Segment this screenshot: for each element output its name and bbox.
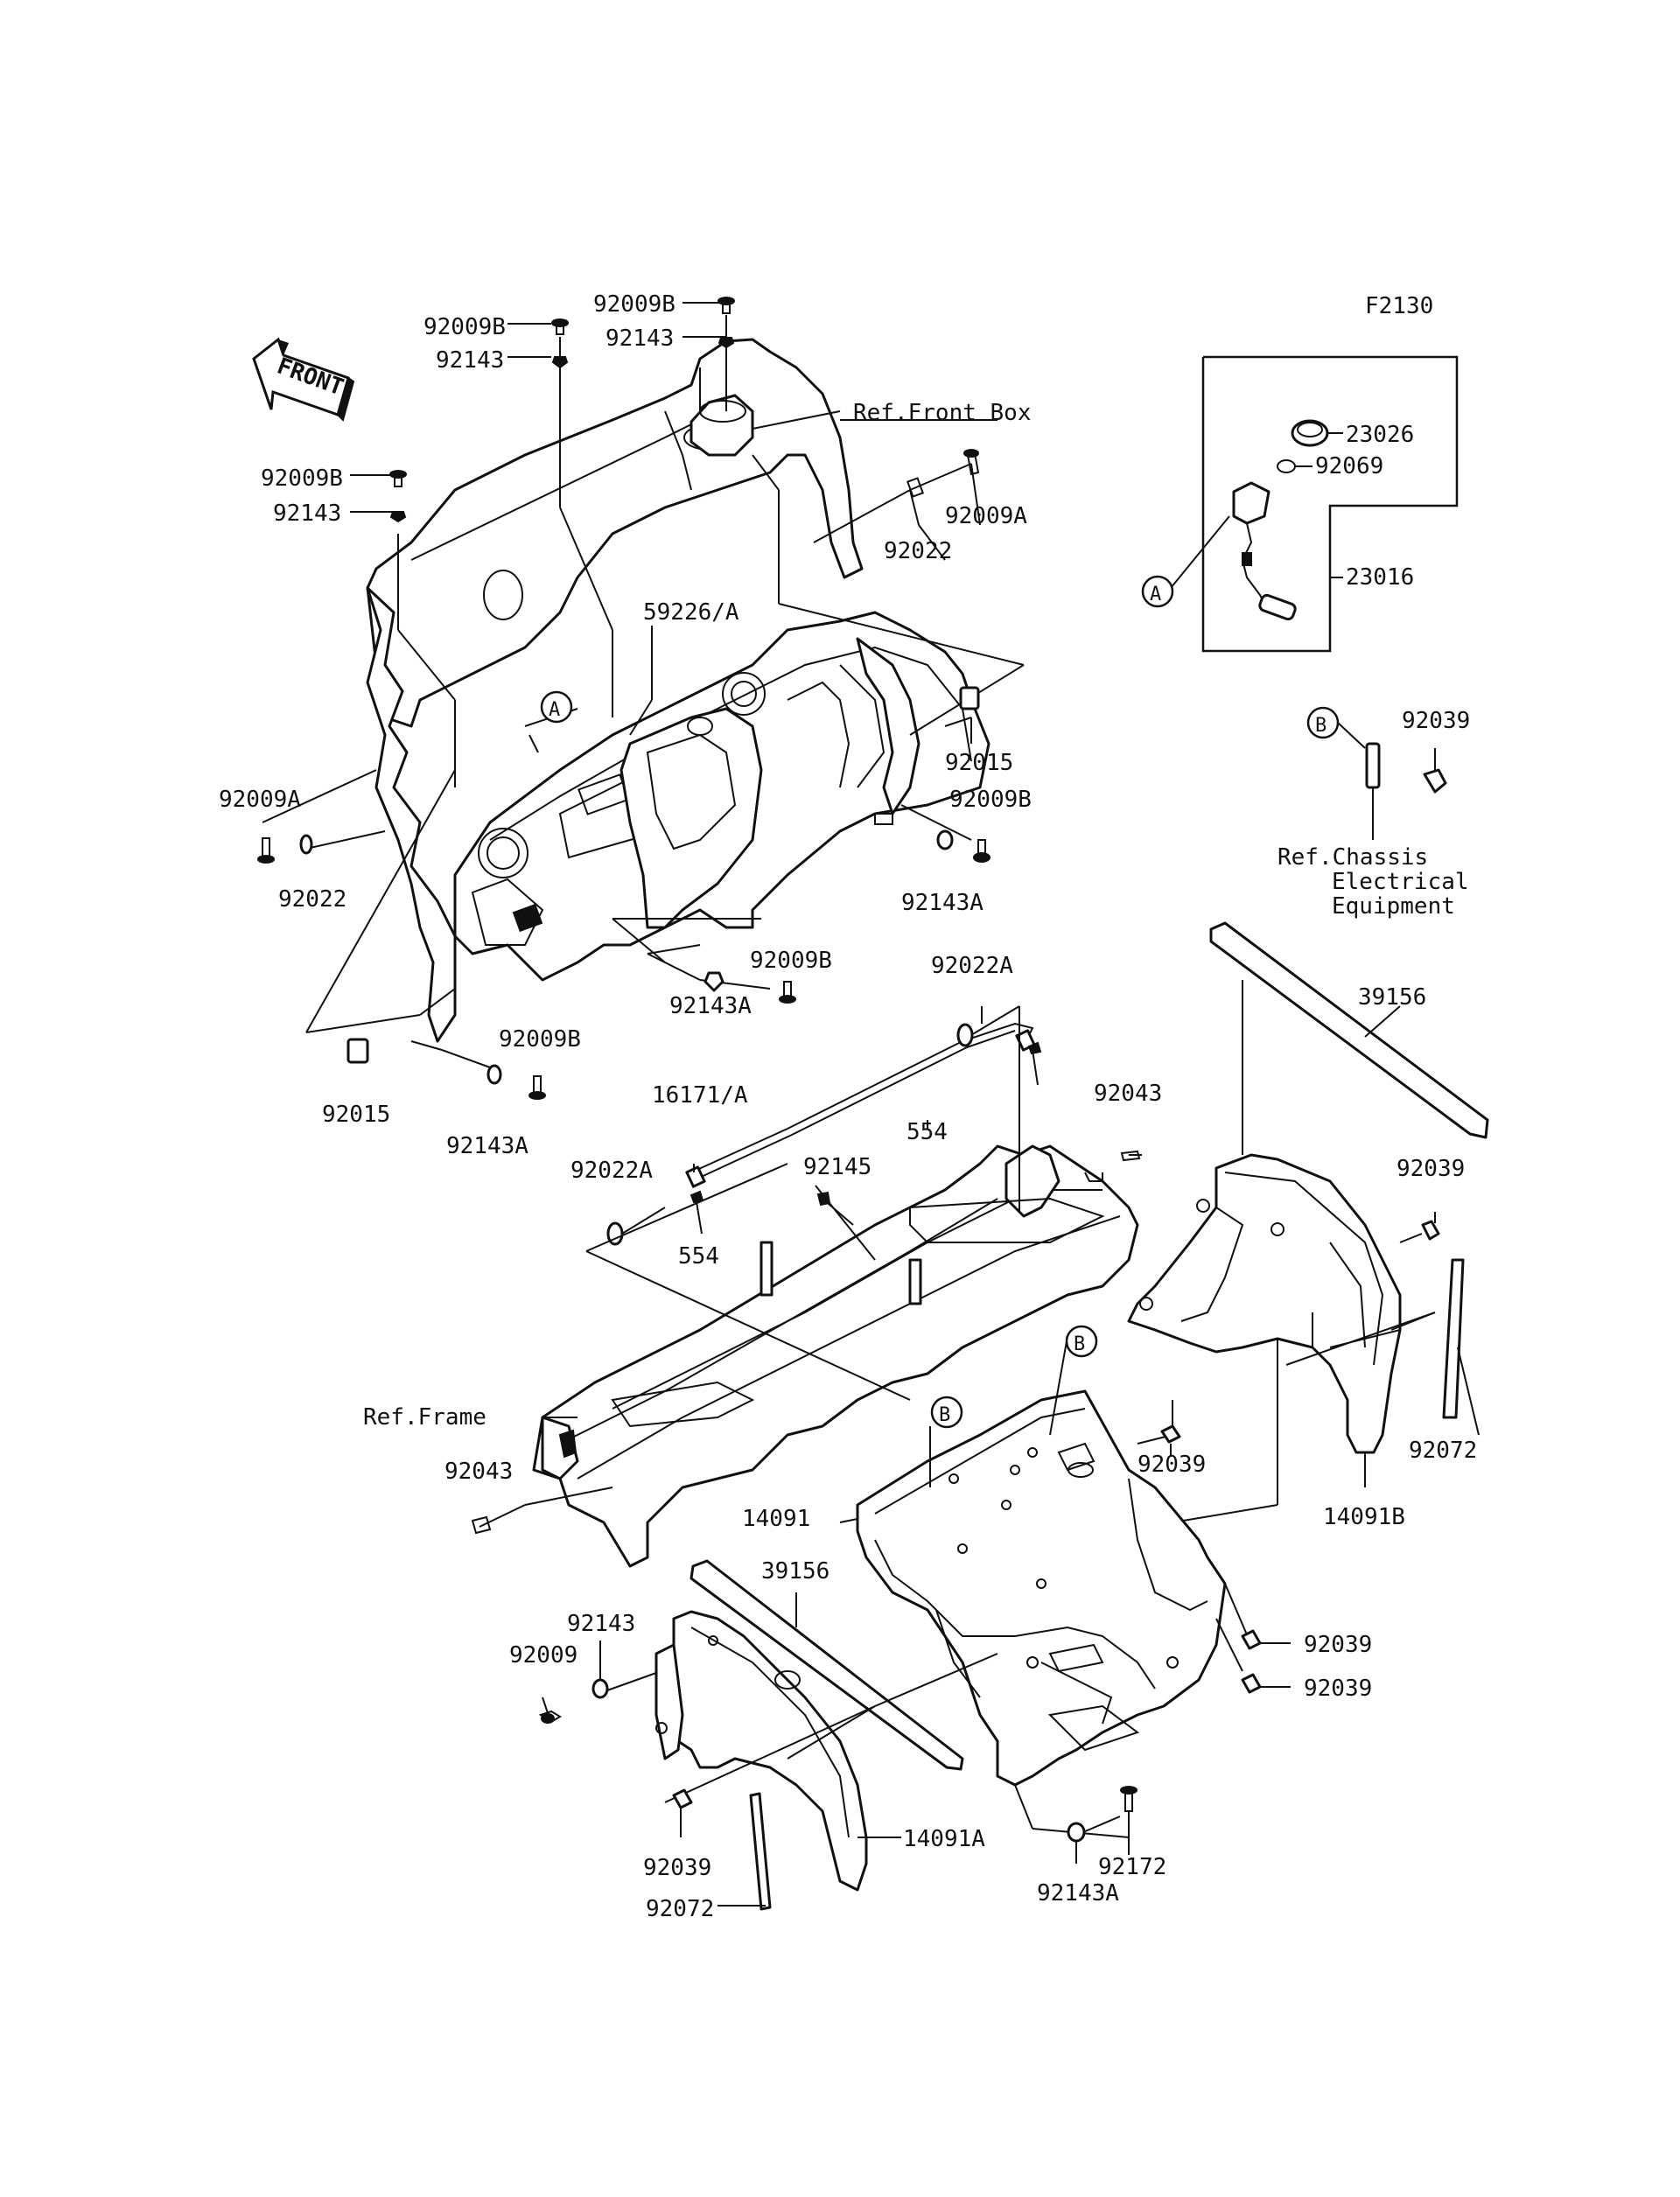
ref-chassis-3: Equipment [1332,893,1455,920]
callout-a-detail-label: A [1150,584,1161,605]
label-92009B-5: 92009B [750,948,832,974]
fender-14091A [538,1610,998,1911]
label-92072-1: 92072 [1409,1438,1477,1464]
label-92022-1: 92022 [884,538,952,564]
label-92039-1: 92039 [1402,708,1470,734]
label-92009B-3: 92009B [261,465,343,492]
label-14091B: 14091B [1323,1504,1405,1530]
ref-frame: Ref.Frame [363,1404,486,1431]
label-92039-3: 92039 [1138,1452,1206,1478]
label-92015-1: 92015 [945,750,1013,776]
callout-b-top-label: B [1315,715,1326,737]
callout-a-detail: A [1141,575,1174,608]
label-39156-2: 39156 [761,1558,830,1585]
label-92039-4: 92039 [1304,1632,1372,1658]
label-92022A-1: 92022A [931,953,1013,979]
label-92143A-2: 92143A [669,993,752,1019]
label-23026: 23026 [1346,422,1414,448]
label-92009B-1: 92009B [593,291,676,318]
front-box-ref [690,394,754,457]
chassis-connector [1337,722,1447,840]
front-arrow-icon: FRONT [252,337,355,422]
callout-a-dash: A [540,690,573,724]
label-14091A: 14091A [903,1826,985,1852]
label-92143-4: 92143 [567,1611,635,1637]
label-92143A-4: 92143A [1037,1880,1119,1907]
label-92039-6: 92039 [643,1855,711,1881]
label-92009B-4: 92009B [949,787,1032,813]
callout-b-top: B [1306,706,1340,739]
label-92039-2: 92039 [1396,1156,1465,1182]
label-92143A-1: 92143A [901,890,984,916]
strip-39156-lower [690,1559,964,1771]
label-92022-2: 92022 [278,886,346,913]
callout-a-dash-label: A [549,699,560,721]
callout-b-mid: B [1065,1325,1098,1358]
dash-panel-59226 [366,338,990,1043]
callout-b-lower: B [930,1396,963,1429]
label-92145: 92145 [803,1154,872,1180]
floor-panel-14091 [839,1340,1291,1864]
label-92043-1: 92043 [1094,1081,1162,1107]
fasteners-upper [257,297,990,1100]
label-14091: 14091 [742,1506,810,1532]
label-92072-2: 92072 [646,1896,714,1922]
frame-ref [532,1144,1139,1568]
strip-39156-top [1209,921,1489,1139]
label-92069: 92069 [1315,453,1383,479]
label-92009: 92009 [509,1642,578,1669]
label-554-2: 554 [678,1243,719,1270]
callout-b-mid-label: B [1074,1333,1085,1355]
label-16171A: 16171/A [652,1082,748,1109]
label-92009A-1: 92009A [945,503,1027,529]
label-92143A-3: 92143A [446,1133,528,1159]
diagram-code: F2130 [1365,293,1433,319]
detail-box-a [1170,355,1459,653]
label-39156-1: 39156 [1358,984,1426,1011]
label-92009A-2: 92009A [219,787,301,813]
leader-lines-middle [471,1005,1142,1535]
part-labels: 92009B 92143 92009B 92143 Ref.Front Box … [219,291,1477,1922]
label-92143-3: 92143 [273,500,341,527]
label-59226A: 59226/A [643,599,739,626]
ref-chassis-2: Electrical [1332,869,1469,895]
ref-front-box: Ref.Front Box [853,400,1032,426]
label-92015-2: 92015 [322,1102,390,1128]
ref-chassis-1: Ref.Chassis [1278,844,1428,871]
label-92009B-2: 92009B [424,314,506,340]
label-23016: 23016 [1346,564,1414,591]
callout-b-lower-label: B [939,1404,950,1426]
label-92172: 92172 [1098,1854,1166,1880]
label-92143-2: 92143 [436,347,504,374]
label-92022A-2: 92022A [570,1158,653,1184]
label-92143-1: 92143 [606,325,674,352]
label-554-1: 554 [906,1119,948,1145]
label-92009B-6: 92009B [499,1026,581,1053]
label-92043-2: 92043 [444,1459,513,1485]
label-92039-5: 92039 [1304,1676,1372,1702]
